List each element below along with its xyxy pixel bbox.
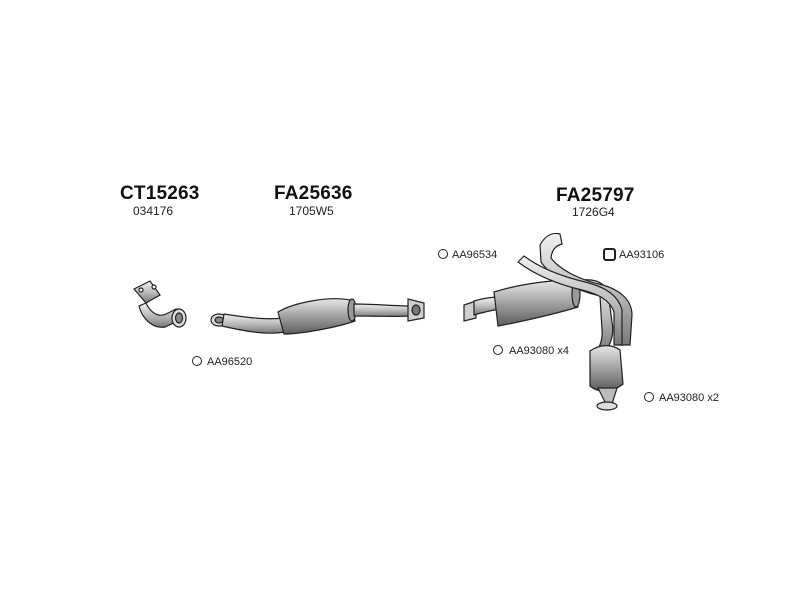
accessory-label-aa93080-x4: AA93080 x4 [509,345,569,357]
front-pipe-ct15263-drawing [133,280,187,328]
rear-silencer-fa25797-drawing [463,232,633,411]
accessory-label-aa93080-x2: AA93080 x2 [659,392,719,404]
part-ref-1726g4: 1726G4 [572,205,615,219]
ring-icon [438,249,448,259]
part-code-fa25797: FA25797 [556,185,635,206]
ring-icon [493,345,503,355]
accessory-label-aa96520: AA96520 [207,356,253,368]
accessory-label-aa96534: AA96534 [452,249,498,261]
part-code-ct15263: CT15263 [120,183,200,204]
ring-icon [192,356,202,366]
part-code-fa25636: FA25636 [274,183,353,204]
part-ref-034176: 034176 [133,204,174,218]
middle-silencer-fa25636-drawing [210,298,425,335]
rubber-mount-icon [603,248,616,261]
accessory-label-aa93106: AA93106 [619,249,665,261]
ring-icon [644,392,654,402]
part-ref-1705w5: 1705W5 [289,204,334,218]
